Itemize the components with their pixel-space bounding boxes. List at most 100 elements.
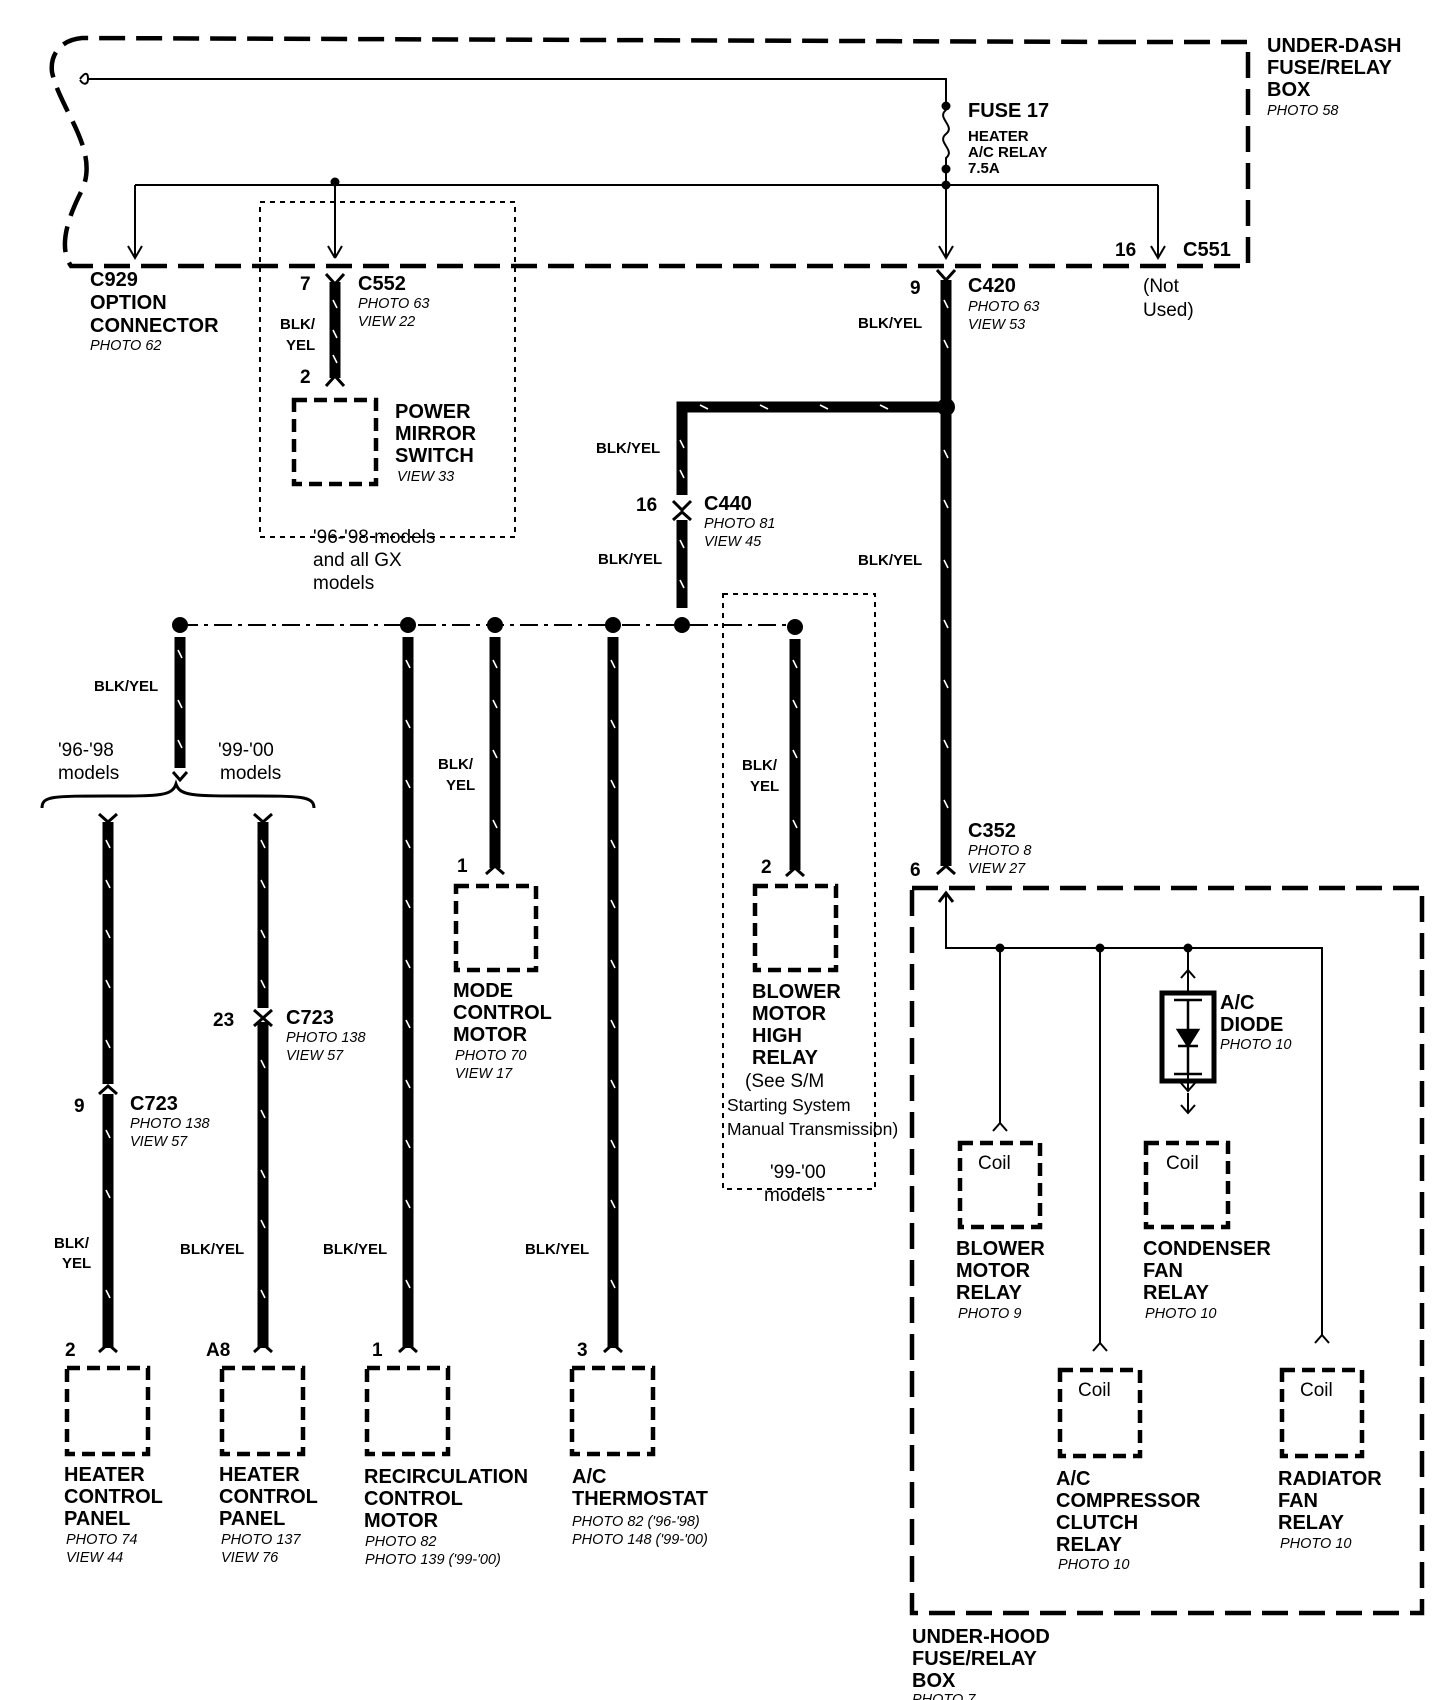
svg-text:PHOTO 7: PHOTO 7 xyxy=(912,1692,976,1700)
svg-text:UNDER-HOOD: UNDER-HOOD xyxy=(912,1626,1050,1648)
svg-text:PHOTO 9: PHOTO 9 xyxy=(958,1306,1021,1322)
svg-text:VIEW 57: VIEW 57 xyxy=(130,1134,188,1150)
hcp1-label: HEATER CONTROL PANEL PHOTO 74 VIEW 44 xyxy=(64,1464,163,1566)
svg-text:YEL: YEL xyxy=(286,337,315,354)
blower-relay-label: BLOWER MOTOR RELAY PHOTO 9 xyxy=(956,1238,1045,1322)
svg-text:PHOTO 8: PHOTO 8 xyxy=(968,843,1031,859)
svg-text:RELAY: RELAY xyxy=(1143,1282,1210,1304)
svg-text:PHOTO 10: PHOTO 10 xyxy=(1058,1557,1129,1573)
left-branch-label: BLK/YEL xyxy=(94,678,158,695)
svg-text:PHOTO 81: PHOTO 81 xyxy=(704,516,775,532)
svg-text:CONTROL: CONTROL xyxy=(219,1486,318,1508)
svg-text:PHOTO 63: PHOTO 63 xyxy=(968,299,1039,315)
svg-text:models: models xyxy=(58,763,119,784)
svg-text:(Not: (Not xyxy=(1143,276,1180,297)
svg-text:PHOTO 10: PHOTO 10 xyxy=(1280,1536,1351,1552)
svg-text:PHOTO 10: PHOTO 10 xyxy=(1145,1306,1216,1322)
bus-arrowheads xyxy=(127,245,1166,260)
wire-strand-marks xyxy=(105,299,949,1299)
underhood-nodes xyxy=(995,943,1193,953)
svg-text:16: 16 xyxy=(636,495,657,516)
c723b-label: 9 C723 PHOTO 138 VIEW 57 xyxy=(74,1093,210,1150)
blower-motor-relay-coil xyxy=(957,1140,1043,1230)
svg-text:PHOTO 10: PHOTO 10 xyxy=(1220,1037,1291,1053)
svg-text:PHOTO 139 ('99-'00): PHOTO 139 ('99-'00) xyxy=(365,1552,501,1568)
recirc-wire-label: BLK/YEL xyxy=(323,1241,387,1258)
svg-text:VIEW 17: VIEW 17 xyxy=(455,1066,513,1082)
hcp2-pin: A8 xyxy=(206,1340,230,1361)
svg-text:C352: C352 xyxy=(968,820,1016,842)
svg-text:A/C: A/C xyxy=(1220,992,1254,1014)
thermostat-terminal xyxy=(603,1341,623,1354)
hcp1-wire-label-1: BLK/ xyxy=(54,1235,90,1252)
svg-text:16: 16 xyxy=(1115,240,1136,261)
hcp2-terminals xyxy=(253,812,273,1354)
mirror-pin: 2 xyxy=(300,367,311,388)
blower-high-group-outline xyxy=(722,593,876,1190)
mode-wire-label-1: BLK/ xyxy=(438,756,474,773)
svg-text:PANEL: PANEL xyxy=(219,1508,285,1530)
c440-terminals xyxy=(671,499,693,522)
svg-text:MOTOR: MOTOR xyxy=(956,1260,1031,1282)
svg-text:VIEW 45: VIEW 45 xyxy=(704,534,762,550)
underhood-label: UNDER-HOOD FUSE/RELAY BOX PHOTO 7 xyxy=(912,1626,1050,1700)
svg-text:THERMOSTAT: THERMOSTAT xyxy=(572,1488,708,1510)
svg-text:PHOTO 70: PHOTO 70 xyxy=(455,1048,526,1064)
radiator-fan-relay-coil xyxy=(1279,1367,1365,1459)
c552-terminals xyxy=(324,272,346,388)
mirror-label: POWER MIRROR SWITCH VIEW 33 xyxy=(395,401,477,485)
svg-text:PANEL: PANEL xyxy=(64,1508,130,1530)
ac-thermostat xyxy=(569,1365,656,1457)
svg-text:PHOTO 82 ('96-'98): PHOTO 82 ('96-'98) xyxy=(572,1514,700,1530)
c723a-label: 23 C723 PHOTO 138 VIEW 57 xyxy=(213,1007,366,1064)
left-branch-terminal xyxy=(171,771,189,783)
radiator-coil-label: Coil xyxy=(1300,1380,1333,1401)
svg-text:PHOTO 63: PHOTO 63 xyxy=(358,296,429,312)
svg-text:RECIRCULATION: RECIRCULATION xyxy=(364,1466,528,1488)
svg-text:BLK/YEL: BLK/YEL xyxy=(596,440,660,457)
hcp2-label: HEATER CONTROL PANEL PHOTO 137 VIEW 76 xyxy=(219,1464,318,1566)
mode-terminal xyxy=(485,863,505,876)
model-brace xyxy=(40,779,316,809)
svg-text:SWITCH: SWITCH xyxy=(395,445,474,467)
mode-label: MODE CONTROL MOTOR PHOTO 70 VIEW 17 xyxy=(453,980,552,1082)
svg-text:6: 6 xyxy=(910,860,921,881)
heater-control-panel-2 xyxy=(219,1365,306,1457)
c440-label: BLK/YEL 16 C440 PHOTO 81 VIEW 45 BLK/YEL xyxy=(596,440,775,568)
svg-text:RELAY: RELAY xyxy=(1056,1534,1123,1556)
svg-text:'99-'00: '99-'00 xyxy=(770,1162,826,1183)
blower-high-terminal xyxy=(785,865,805,878)
svg-text:C440: C440 xyxy=(704,493,752,515)
recirc-terminal xyxy=(398,1341,418,1354)
thermostat-wire-label: BLK/YEL xyxy=(525,1241,589,1258)
c440-branch-wire xyxy=(676,401,946,495)
recirc-label: RECIRCULATION CONTROL MOTOR PHOTO 82 PHO… xyxy=(364,1466,528,1568)
svg-text:VIEW 27: VIEW 27 xyxy=(968,861,1026,877)
c929-label: C929 OPTION CONNECTOR PHOTO 62 xyxy=(90,269,219,354)
svg-text:RELAY: RELAY xyxy=(752,1047,819,1069)
c352-label: 6 C352 PHOTO 8 VIEW 27 xyxy=(910,820,1031,881)
svg-text:COMPRESSOR: COMPRESSOR xyxy=(1056,1490,1201,1512)
svg-text:BOX: BOX xyxy=(912,1670,956,1692)
recirculation-control-motor xyxy=(364,1365,451,1457)
mode-pin: 1 xyxy=(457,856,468,877)
compressor-label: A/C COMPRESSOR CLUTCH RELAY PHOTO 10 xyxy=(1056,1468,1201,1573)
svg-text:C420: C420 xyxy=(968,275,1016,297)
svg-text:HEATER: HEATER xyxy=(64,1464,145,1486)
svg-text:RELAY: RELAY xyxy=(1278,1512,1345,1534)
svg-text:A/C: A/C xyxy=(1056,1468,1090,1490)
blower-high-label: BLOWER MOTOR HIGH RELAY (See S/M Startin… xyxy=(727,981,898,1206)
svg-text:Starting System: Starting System xyxy=(727,1095,851,1115)
blower-relay-terminal xyxy=(992,1121,1008,1132)
bus-node-c552 xyxy=(330,177,340,187)
radiator-label: RADIATOR FAN RELAY PHOTO 10 xyxy=(1278,1468,1382,1552)
heater-control-panel-1 xyxy=(64,1365,151,1457)
svg-text:HEATER: HEATER xyxy=(219,1464,300,1486)
power-feed-wire xyxy=(79,72,947,103)
svg-text:PHOTO 62: PHOTO 62 xyxy=(90,338,161,354)
svg-text:MIRROR: MIRROR xyxy=(395,423,477,445)
hcp2-wire-label: BLK/YEL xyxy=(180,1241,244,1258)
right-wire-label: BLK/YEL xyxy=(858,552,922,569)
hcp1-pin: 2 xyxy=(65,1340,76,1361)
svg-text:9: 9 xyxy=(74,1096,85,1117)
